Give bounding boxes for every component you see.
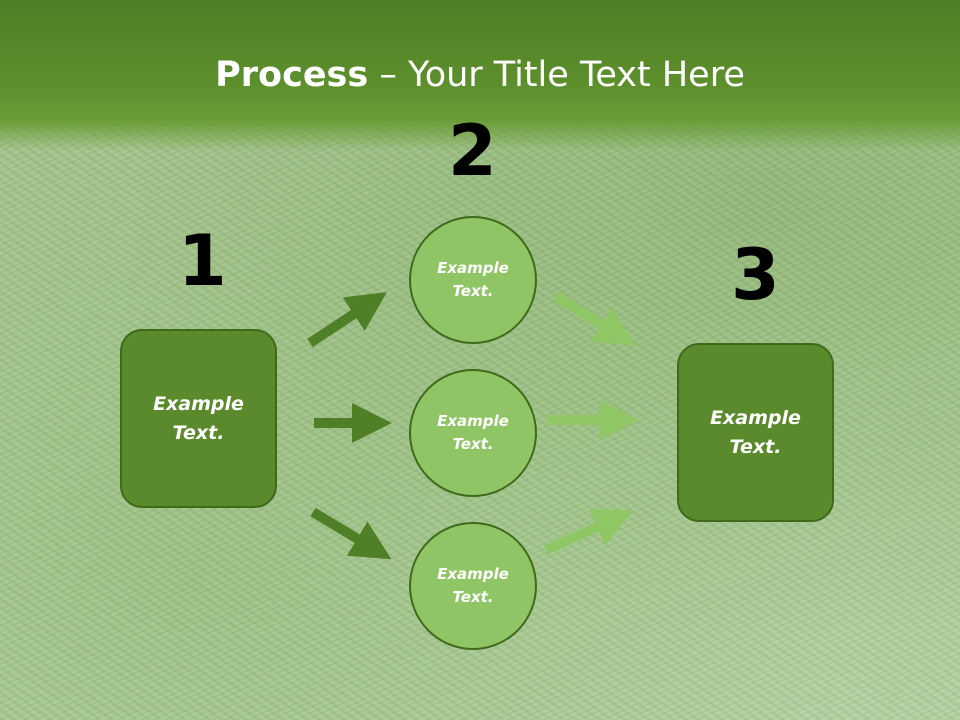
circle-1: Example Text. [409, 216, 537, 344]
arrow-to-circle-1 [307, 292, 388, 348]
arrow-from-circle-1 [553, 291, 636, 346]
circle-1-text: Example Text. [437, 259, 509, 300]
slide-title: Process – Your Title Text Here [0, 54, 960, 96]
step-number-2: 2 [448, 110, 497, 192]
circle-2-text: Example Text. [437, 412, 509, 453]
circle-3: Example Text. [409, 522, 537, 650]
arrow-from-circle-3 [543, 508, 634, 555]
right-box: Example Text. [677, 343, 834, 522]
left-box-text: Example Text. [153, 392, 244, 444]
title-bold: Process [215, 55, 369, 95]
step-number-1: 1 [178, 220, 227, 302]
circle-2: Example Text. [409, 369, 537, 497]
title-rest: – Your Title Text Here [368, 55, 745, 95]
step-number-3: 3 [731, 234, 780, 316]
left-box: Example Text. [120, 329, 277, 508]
arrow-to-circle-3 [310, 507, 392, 560]
circle-3-text: Example Text. [437, 565, 509, 606]
right-box-text: Example Text. [710, 406, 801, 458]
header-band [0, 0, 960, 150]
